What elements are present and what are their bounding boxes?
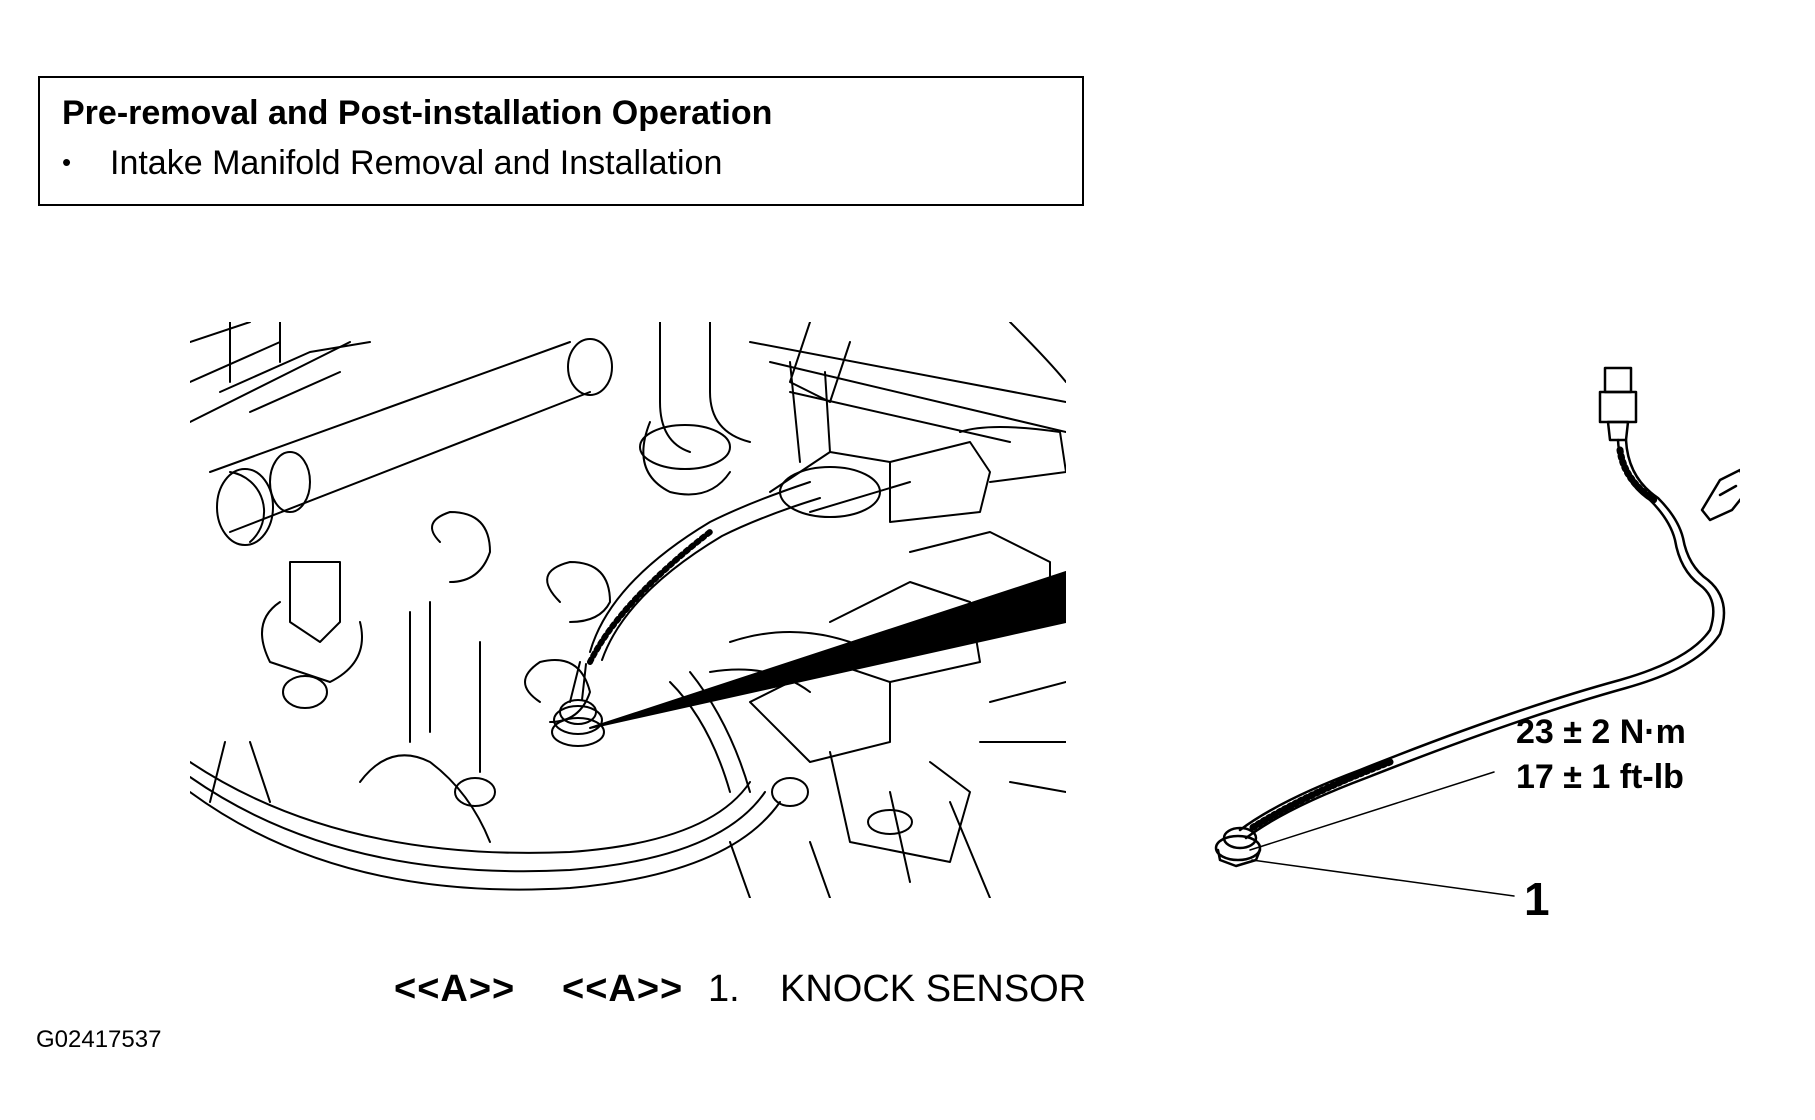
callout-number: 1: [1524, 873, 1550, 925]
knock-sensor-illustration: [1214, 366, 1740, 897]
caption-ref-left: <<A>>: [394, 968, 516, 1010]
connector-housing: [1598, 390, 1638, 424]
caption-item-label: KNOCK SENSOR: [780, 968, 1087, 1010]
caption-ref-right: <<A>>: [562, 968, 684, 1010]
figure-id: G02417537: [36, 1026, 162, 1053]
torque-spec: 23 ± 2 N·m 17 ± 1 ft-lb: [1516, 710, 1686, 800]
pre-removal-note-box: Pre-removal and Post-installation Operat…: [38, 76, 1084, 206]
engine-illustration: [190, 322, 1066, 898]
torque-metric: 23 ± 2 N·m: [1516, 713, 1686, 751]
caption-item-number: 1.: [708, 968, 740, 1010]
connector-body: [1603, 366, 1633, 394]
note-list-item: • Intake Manifold Removal and Installatio…: [62, 144, 722, 183]
bullet: •: [62, 147, 72, 177]
torque-imperial: 17 ± 1 ft-lb: [1516, 758, 1684, 796]
note-item-text: Intake Manifold Removal and Installation: [110, 144, 723, 182]
note-title: Pre-removal and Post-installation Operat…: [62, 94, 773, 132]
